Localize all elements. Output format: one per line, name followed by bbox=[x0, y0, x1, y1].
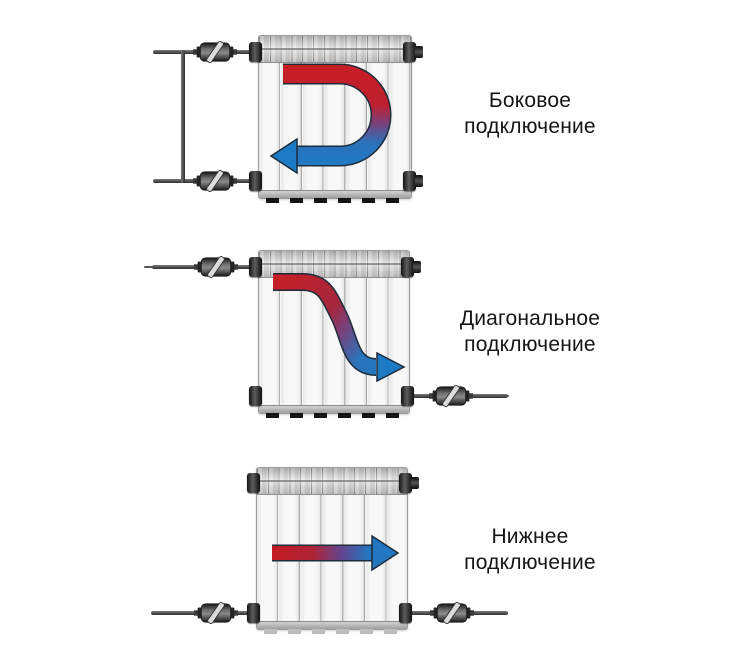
riser-pipe bbox=[181, 50, 185, 183]
radiator-plug bbox=[247, 473, 260, 493]
radiator-plug bbox=[403, 42, 416, 62]
radiator-plug-nub bbox=[415, 175, 423, 187]
radiator-outlet-fitting bbox=[249, 171, 262, 191]
straight-right-arrow-icon bbox=[272, 534, 400, 572]
radiator-top-header bbox=[259, 251, 409, 278]
radiator-feet bbox=[266, 413, 400, 418]
radiator-plug bbox=[399, 473, 412, 493]
radiator-plug bbox=[403, 171, 416, 191]
valve-icon bbox=[194, 601, 238, 625]
valve-icon bbox=[429, 384, 473, 408]
label-line: Диагональное bbox=[459, 307, 601, 330]
u-turn-arrow-icon bbox=[269, 63, 392, 175]
valve-icon bbox=[193, 169, 237, 193]
label-diagonal-connection: Диагональное подключение bbox=[430, 306, 630, 358]
radiator-bottom-strip bbox=[259, 405, 409, 413]
label-line: Боковое bbox=[488, 89, 572, 112]
label-side-connection: Боковое подключение bbox=[430, 88, 630, 140]
label-line: подключение bbox=[464, 333, 596, 356]
radiator-bottom-strip bbox=[257, 621, 407, 629]
radiator-inlet-fitting bbox=[247, 603, 260, 623]
air-vent-icon bbox=[415, 46, 423, 58]
pipe-end bbox=[144, 266, 154, 268]
label-line: Нижнее bbox=[491, 525, 569, 548]
radiator-outlet-fitting bbox=[401, 386, 414, 406]
label-line: подключение bbox=[464, 551, 596, 574]
radiator-inlet-fitting bbox=[249, 257, 262, 277]
s-curve-arrow-icon bbox=[273, 273, 406, 383]
air-vent-icon bbox=[411, 477, 419, 489]
air-vent-icon bbox=[413, 261, 421, 273]
radiator-plug bbox=[249, 386, 262, 406]
valve-icon bbox=[430, 601, 474, 625]
radiator-bottom-strip bbox=[259, 190, 411, 198]
radiator-feet bbox=[266, 198, 402, 203]
radiator-plug bbox=[401, 257, 414, 277]
radiator-top-header bbox=[257, 468, 407, 495]
radiator-outlet-fitting bbox=[399, 603, 412, 623]
pipe-end bbox=[500, 395, 509, 397]
radiator-feet bbox=[264, 629, 398, 634]
valve-icon bbox=[194, 255, 238, 279]
label-bottom-connection: Нижнее подключение bbox=[430, 524, 630, 576]
label-line: подключение bbox=[464, 115, 596, 138]
radiator-inlet-fitting bbox=[249, 42, 262, 62]
radiator-top-header bbox=[259, 36, 411, 63]
valve-icon bbox=[193, 40, 237, 64]
